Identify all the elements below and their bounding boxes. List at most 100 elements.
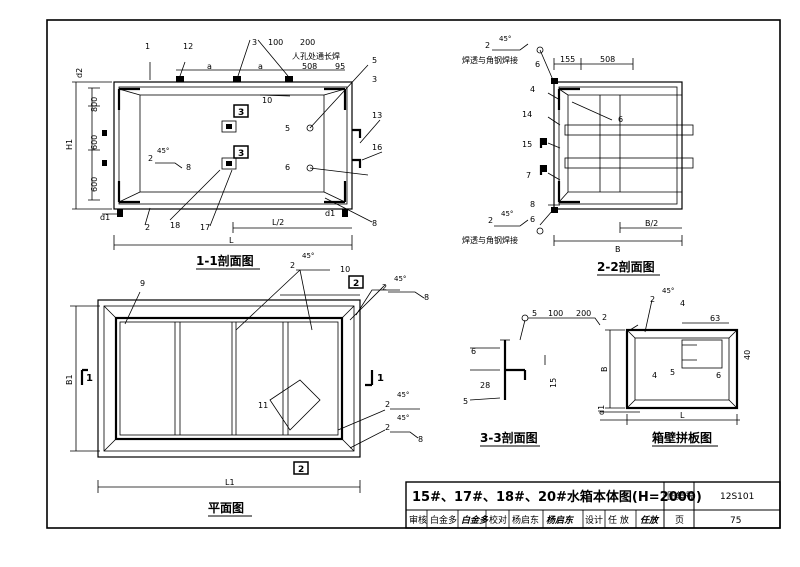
- title-block: 15#、17#、18#、20#水箱本体图(H=2000) 图集号 12S101 …: [405, 481, 781, 529]
- plan-callout-9: 9: [140, 279, 145, 288]
- callout-5: 5: [372, 56, 377, 65]
- designer-signature: 任放: [640, 515, 660, 526]
- tank-inner-wall: [118, 86, 348, 205]
- dim-H1: H1: [65, 139, 74, 150]
- callout-10: 10: [262, 96, 272, 105]
- page-no: 75: [730, 516, 741, 526]
- callout-8b: 8: [186, 163, 191, 172]
- dim-B: B: [600, 367, 609, 373]
- dim-d1-right: d1: [325, 209, 335, 218]
- check-label: 校对: [489, 514, 507, 526]
- caption-1-1: 1-1剖面图: [196, 253, 254, 268]
- plan-section-mark-2a: 2: [353, 279, 359, 289]
- dim-28: 28: [480, 381, 490, 390]
- review-label: 审核: [409, 514, 427, 526]
- dim-600b: 600: [90, 177, 99, 192]
- designer-name: 任 放: [608, 514, 629, 526]
- callout-6c: 6: [530, 215, 535, 224]
- note-weld-top: 焊透与角钢焊接: [462, 55, 518, 65]
- dim-508: 508: [302, 62, 317, 71]
- checker-signature: 杨启东: [546, 515, 575, 526]
- callout-2: 2: [145, 223, 150, 232]
- drawing-title: 15#、17#、18#、20#水箱本体图(H=2000): [412, 489, 702, 505]
- callout-45b: 45°: [501, 210, 513, 218]
- dim-40: 40: [743, 350, 752, 360]
- callout-4b: 4: [652, 371, 657, 380]
- plan-section-mark-1b: 1: [377, 373, 384, 384]
- callout-16: 16: [372, 143, 382, 152]
- page-label: 页: [675, 515, 684, 526]
- plan-view: 1 1 2 2 9 2 45° 10 2 45° 8 11 2 45° 2 45…: [65, 252, 429, 517]
- dim-d1: d1: [597, 405, 606, 415]
- dim-15: 15: [549, 378, 558, 388]
- dim-63: 63: [710, 314, 720, 323]
- callout-5: 5: [532, 309, 537, 318]
- callout-6: 6: [471, 347, 476, 356]
- callout-12: 12: [183, 42, 193, 51]
- plan-callout-2c: 2: [385, 400, 390, 409]
- callout-2: 2: [650, 295, 655, 304]
- dim-155: 155: [560, 55, 575, 64]
- callout-4: 4: [530, 85, 535, 94]
- plan-section-mark-1a: 1: [86, 373, 93, 384]
- callout-1: 1: [145, 42, 150, 51]
- plan-callout-8a: 8: [424, 293, 429, 302]
- section-mark-3b: 3: [238, 149, 244, 159]
- callout-6: 6: [535, 60, 540, 69]
- callout-200: 200: [300, 38, 315, 47]
- plan-callout-45a: 45°: [302, 252, 314, 260]
- section-3-3: 5 100 200 2 6 5 28 15 3-3剖面图: [463, 309, 607, 447]
- dim-d2: d2: [75, 68, 84, 78]
- dim-B: B: [615, 245, 621, 254]
- callout-45: 45°: [499, 35, 511, 43]
- callout-3b: 3: [372, 75, 377, 84]
- callout-100: 100: [268, 38, 283, 47]
- callout-200: 200: [576, 309, 591, 318]
- callout-2b: 2: [488, 216, 493, 225]
- callout-13: 13: [372, 111, 382, 120]
- callout-18: 18: [170, 221, 180, 230]
- section-mark-3: 3: [238, 108, 244, 118]
- dim-B2: B/2: [645, 219, 658, 228]
- caption-2-2: 2-2剖面图: [597, 259, 655, 274]
- dim-800: 800: [90, 97, 99, 112]
- reviewer-name: 白金多: [430, 514, 457, 526]
- tank-2-2-outer: [553, 81, 683, 210]
- section-1-1: 3 3 1 12 3 100 200 人孔处通长焊 5 3 10 13 16 8…: [65, 38, 382, 270]
- dim-d1-left: d1: [100, 213, 110, 222]
- panel-joint-view: 2 45° 4 4 5 6 63 40 B L d1 箱壁拼板图: [597, 287, 752, 447]
- sheet-border: [46, 19, 781, 529]
- atlas-no: 12S101: [720, 492, 754, 502]
- dim-508: 508: [600, 55, 615, 64]
- dim-a2: a: [258, 62, 263, 71]
- plan-section-mark-2b: 2: [298, 465, 304, 475]
- plan-callout-11: 11: [258, 401, 268, 410]
- dim-L1: L1: [225, 478, 235, 487]
- callout-100: 100: [548, 309, 563, 318]
- callout-5b: 5: [463, 397, 468, 406]
- callout-45: 45°: [157, 147, 169, 155]
- dim-95: 95: [335, 62, 345, 71]
- note-weld-bottom: 焊透与角钢焊接: [462, 235, 518, 245]
- callout-2: 2: [485, 41, 490, 50]
- tank-outer-wall: [113, 81, 353, 210]
- callout-14: 14: [522, 110, 532, 119]
- plan-callout-2a: 2: [290, 261, 295, 270]
- plan-outer: [97, 299, 361, 458]
- section-2-2: 2 45° 焊透与角钢焊接 6 4 6 14 15 7 8 2 45° 6 焊透…: [462, 35, 694, 276]
- callout-6b: 6: [618, 115, 623, 124]
- dim-L2: L/2: [272, 218, 284, 227]
- plan-callout-45d: 45°: [397, 414, 409, 422]
- caption-plan: 平面图: [208, 501, 244, 515]
- callout-3: 3: [252, 38, 257, 47]
- checker-name: 杨启东: [512, 514, 539, 526]
- inner-frame: [139, 94, 325, 193]
- callout-6: 6: [285, 163, 290, 172]
- callout-8: 8: [530, 200, 535, 209]
- caption-panel-joint: 箱壁拼板图: [652, 430, 712, 445]
- plan-callout-8b: 8: [418, 435, 423, 444]
- caption-3-3: 3-3剖面图: [480, 430, 538, 445]
- callout-5b: 5: [285, 124, 290, 133]
- callout-45: 45°: [662, 287, 674, 295]
